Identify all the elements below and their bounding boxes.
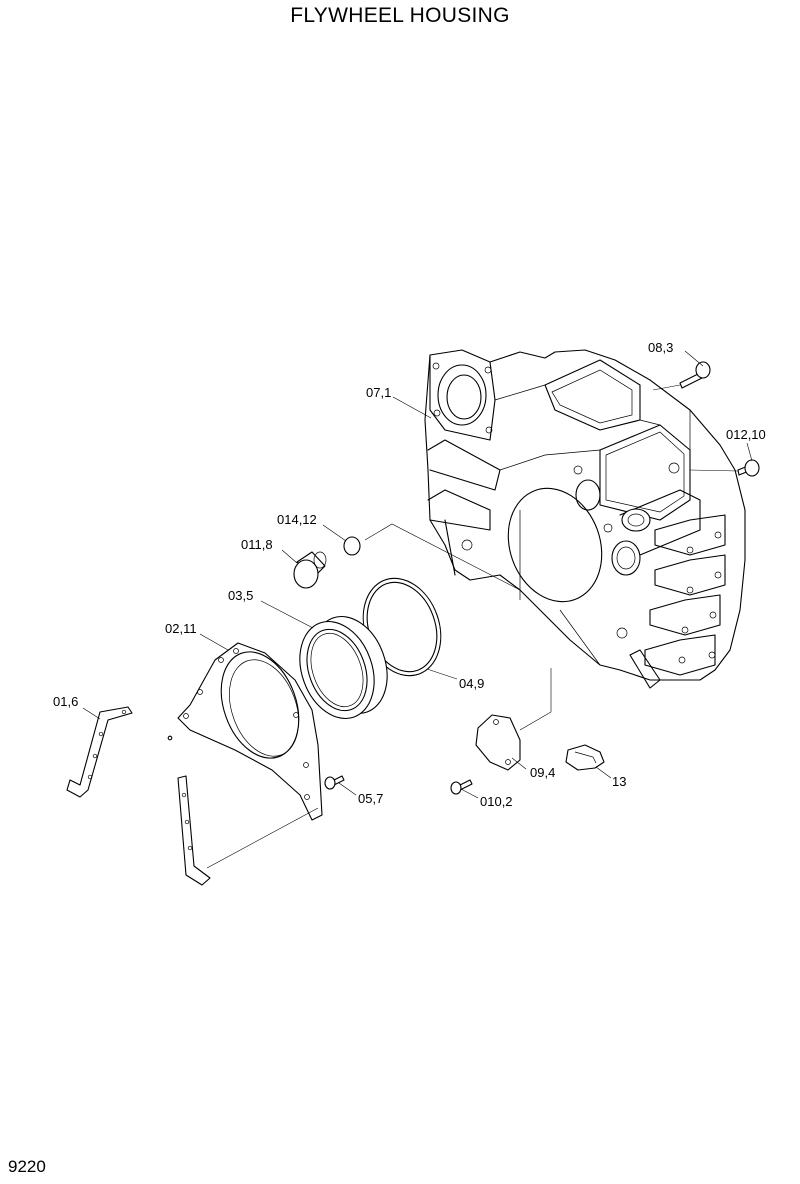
callout-010: 010,2: [480, 794, 513, 809]
callout-07: 07,1: [366, 385, 391, 400]
cover-plate-part: [475, 714, 521, 771]
cover-bolt-part: [450, 779, 473, 795]
gasket-strip-bottom-part: [177, 775, 211, 886]
assembly-guide-lines: [206, 384, 739, 869]
callout-011: 011,8: [241, 537, 273, 552]
callout-13: 13: [612, 774, 626, 789]
callout-leader-lines: [82, 350, 753, 799]
rear-seal-part: [299, 615, 388, 720]
callout-04: 04,9: [459, 676, 484, 691]
flywheel-housing-part: [424, 349, 746, 689]
clamp-part: [565, 744, 605, 771]
callout-03: 03,5: [228, 588, 253, 603]
callout-012: 012,10: [726, 427, 766, 442]
callout-01: 01,6: [53, 694, 78, 709]
housing-bolt-part: [679, 361, 711, 389]
callout-09: 09,4: [530, 765, 555, 780]
small-bolt-part: [324, 775, 345, 790]
page-number: 9220: [8, 1157, 46, 1176]
gasket-strip-left-part: [66, 706, 133, 798]
callout-08: 08,3: [648, 340, 673, 355]
seal-housing-plate-part: [167, 642, 323, 821]
callout-014: 014,12: [277, 512, 317, 527]
plug-part: [293, 551, 327, 589]
page-title: FLYWHEEL HOUSING: [290, 4, 510, 27]
callout-05: 05,7: [358, 791, 383, 806]
callout-02: 02,11: [165, 621, 197, 636]
o-ring-part: [343, 536, 361, 556]
plug-bolt-part: [737, 459, 760, 477]
